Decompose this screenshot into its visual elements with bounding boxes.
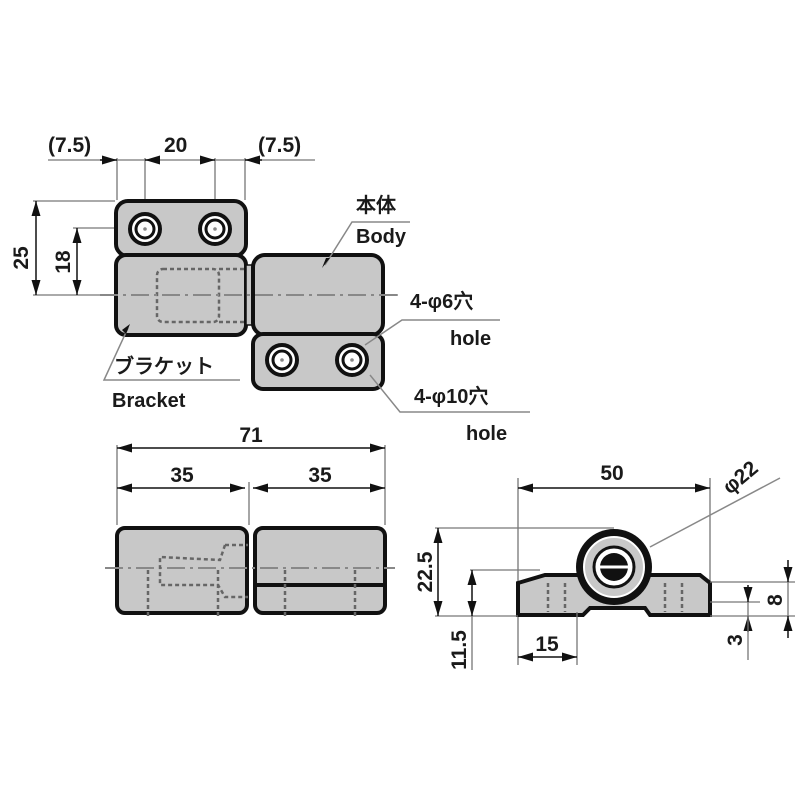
label-bracket-en: Bracket <box>112 390 186 412</box>
dim-height-hole: 18 <box>52 250 75 274</box>
label-hole6-jp: 4-φ6穴 <box>410 289 473 313</box>
body-front <box>253 526 387 615</box>
top-view: (7.5) 20 (7.5) 25 18 <box>10 134 530 445</box>
dim-thickness: 8 <box>764 594 787 606</box>
front-view: 71 35 35 <box>105 424 395 616</box>
hole-icon <box>265 343 299 377</box>
dim-left-width: 35 <box>170 464 194 487</box>
bracket-part <box>114 199 248 337</box>
label-hole10-en: hole <box>466 423 507 445</box>
dim-height-total: 25 <box>10 246 33 270</box>
dim-right-width: 35 <box>308 464 332 487</box>
label-hole6-en: hole <box>450 328 491 350</box>
label-body-en: Body <box>356 226 407 248</box>
side-view: 50 φ22 22.5 11.5 15 <box>414 457 795 670</box>
dim-diameter: φ22 <box>718 457 762 499</box>
dim-axis-height: 11.5 <box>448 630 471 670</box>
dim-right-offset: (7.5) <box>258 134 301 157</box>
dim-side-width: 50 <box>600 462 623 485</box>
dim-side-height: 22.5 <box>414 551 437 592</box>
hole-icon <box>198 212 232 246</box>
hole-icon <box>128 212 162 246</box>
dim-overall-width: 71 <box>239 424 263 447</box>
bracket-front <box>115 526 249 615</box>
hole-icon <box>335 343 369 377</box>
label-body-jp: 本体 <box>356 193 397 217</box>
label-bracket-jp: ブラケット <box>114 354 214 378</box>
body-part <box>251 253 385 391</box>
label-hole10-jp: 4-φ10穴 <box>414 384 488 408</box>
dim-left-offset: (7.5) <box>48 134 91 157</box>
dim-hole-pitch: 20 <box>164 134 187 157</box>
dim-step: 3 <box>724 634 747 646</box>
dim-base-offset: 15 <box>535 633 559 656</box>
